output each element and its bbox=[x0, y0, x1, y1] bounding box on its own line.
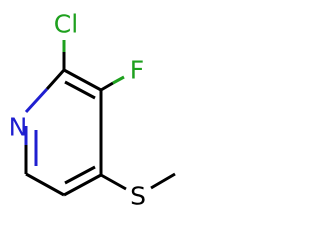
bond-c4-c5 bbox=[63, 173, 102, 197]
bond-n-c2-seg bbox=[45, 68, 66, 91]
bond-c3-f bbox=[100, 81, 114, 92]
bond-c2-c3-inner bbox=[64, 80, 96, 100]
fluorine-atom-label: F bbox=[130, 56, 144, 85]
chlorine-atom-label: Cl bbox=[54, 10, 78, 39]
bond-c5-c6 bbox=[25, 172, 65, 197]
nitrogen-atom-label: N bbox=[9, 113, 28, 142]
bond-layer bbox=[24, 40, 176, 197]
atom-label-layer: Cl F N S bbox=[9, 10, 146, 211]
molecule-structure: Cl F N S bbox=[9, 10, 176, 211]
bond-c3-f-seg bbox=[112, 75, 125, 85]
sulfur-atom-label: S bbox=[130, 182, 146, 211]
bond-n-c2 bbox=[24, 87, 49, 114]
bond-s-ch3 bbox=[150, 172, 176, 190]
bond-c2-c3 bbox=[63, 68, 102, 92]
bond-c4-s bbox=[100, 173, 127, 191]
bond-c4-c5-inner bbox=[64, 165, 96, 185]
